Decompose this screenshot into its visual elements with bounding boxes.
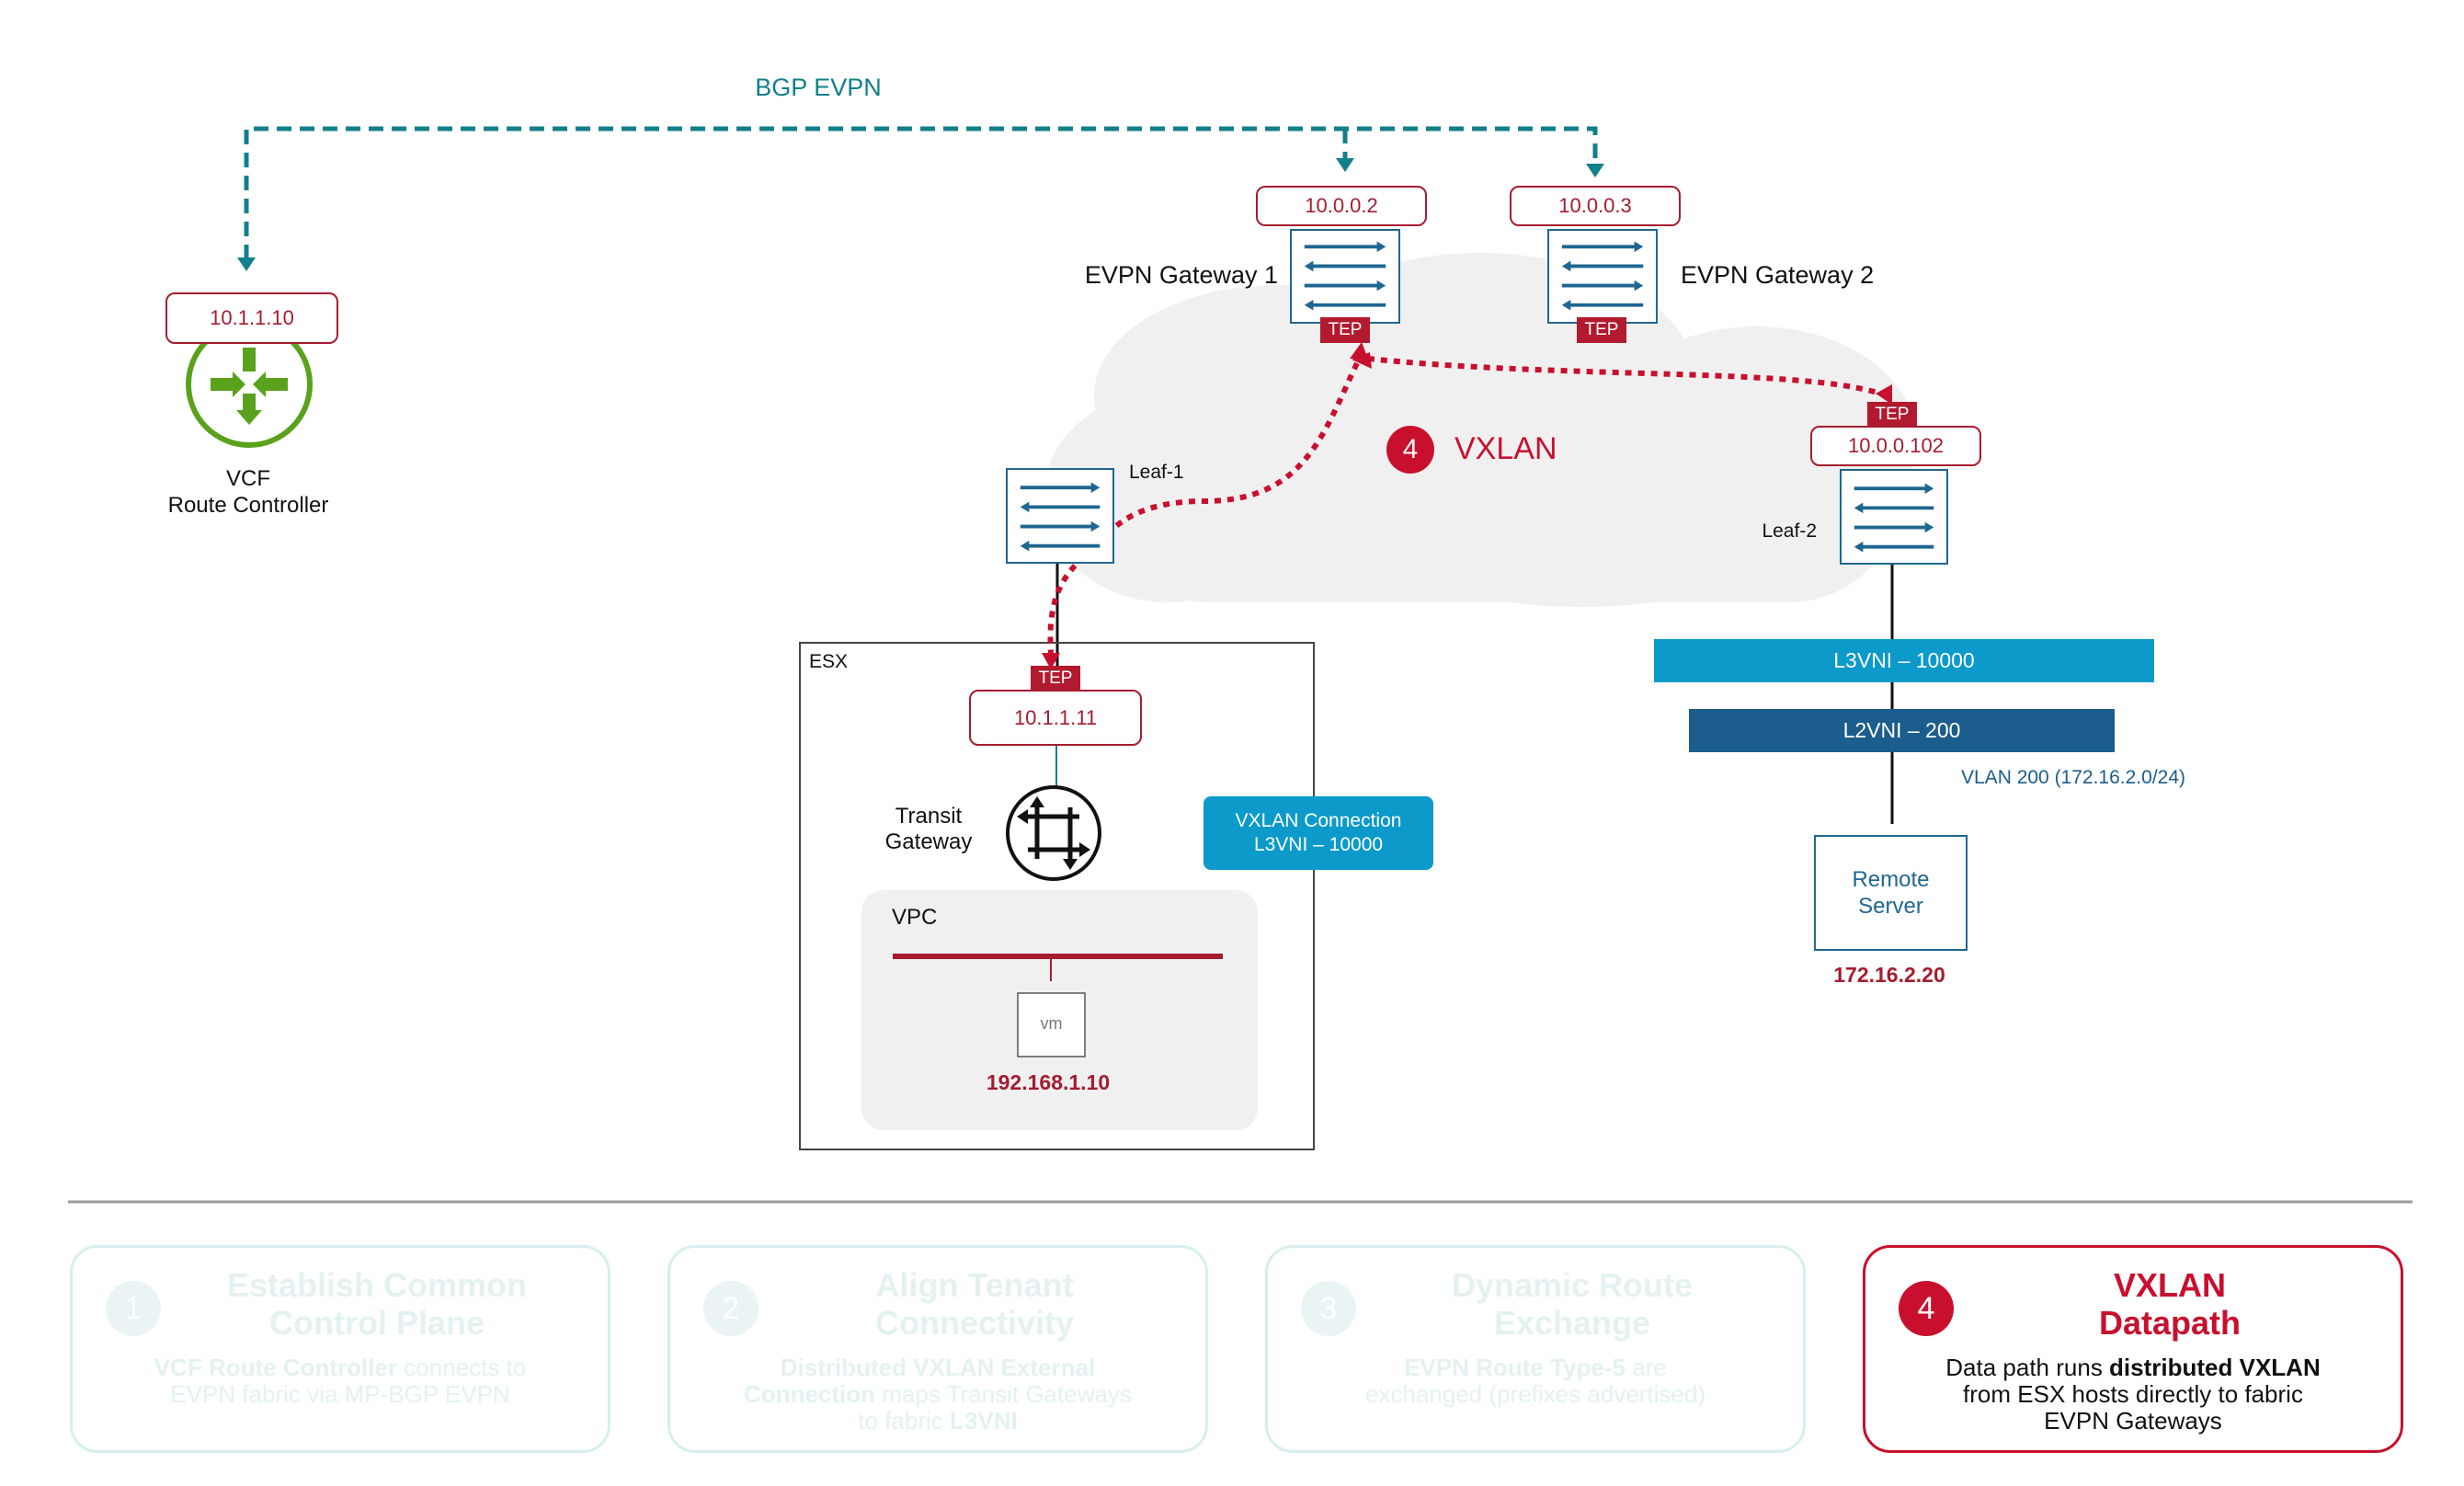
step-number-badge: 2: [703, 1281, 759, 1336]
step-card-3: 3 Dynamic Route Exchange EVPN Route Type…: [1265, 1245, 1806, 1453]
remote-server-label-line1: Remote: [1852, 867, 1930, 892]
step-desc-bold: Connection: [744, 1380, 876, 1408]
l2vni-bar: L2VNI – 200: [1689, 709, 2115, 752]
step-title-line1: Align Tenant: [875, 1266, 1074, 1304]
step-desc-text: connects to: [397, 1354, 527, 1381]
vm-ip: 192.168.1.10: [986, 1070, 1111, 1094]
step-desc-text: EVPN Gateways: [2044, 1407, 2222, 1435]
step-desc-bold: distributed VXLAN: [2109, 1354, 2321, 1381]
step-title-line1: Dynamic Route: [1451, 1266, 1694, 1304]
step-desc-text: maps Transit Gateways: [875, 1380, 1132, 1408]
step-desc-bold: Distributed VXLAN External: [780, 1354, 1096, 1381]
leaf1-label: Leaf-1: [1129, 462, 1184, 483]
vlan-label: VLAN 200 (172.16.2.0/24): [1961, 767, 2186, 788]
transit-gateway-label-line2: Gateway: [884, 829, 973, 854]
vxlan-connection-line2: L3VNI – 10000: [1253, 834, 1384, 855]
step-card-2: 2 Align Tenant Connectivity Distributed …: [667, 1245, 1208, 1453]
step-title-line2: Connectivity: [874, 1304, 1075, 1342]
vm-box: [1017, 992, 1086, 1057]
gateway1-ip: 10.0.0.2: [1256, 186, 1427, 226]
gateway2-label: EVPN Gateway 2: [1681, 261, 1875, 289]
step-desc-text: from ESX hosts directly to fabric: [1963, 1380, 2303, 1408]
step-title: Dynamic Route Exchange: [1360, 1266, 1785, 1342]
vxlan-connection-box: VXLAN Connection L3VNI – 10000: [1203, 796, 1433, 870]
step-desc-text: exchanged (prefixes advertised): [1365, 1380, 1705, 1408]
vxlan-datapath: [1047, 356, 1881, 654]
step-card-1: 1 Establish Common Control Plane VCF Rou…: [70, 1245, 610, 1453]
remote-server-box: [1814, 835, 1968, 951]
vxlan-label: VXLAN: [1454, 431, 1557, 466]
transit-gateway-icon: [1006, 785, 1101, 881]
l3vni-bar: L3VNI – 10000: [1654, 639, 2154, 682]
step-number-badge: 1: [106, 1281, 161, 1336]
step-title-line2: Exchange: [1493, 1304, 1651, 1342]
step-desc-bold: L3VNI: [950, 1407, 1018, 1435]
vxlan-step-badge: 4: [1386, 426, 1434, 474]
step-desc-text: are: [1625, 1354, 1667, 1381]
step-description: VCF Route Controller connects to EVPN fa…: [97, 1355, 584, 1408]
step-number-badge: 3: [1301, 1281, 1356, 1336]
step-card-4: 4 VXLAN Datapath Data path runs distribu…: [1863, 1245, 2403, 1453]
gateway1-tep: TEP: [1320, 317, 1370, 343]
route-controller-label-line1: VCF: [226, 466, 270, 491]
vxlan-connection-line1: VXLAN Connection: [1235, 810, 1402, 831]
step-description: EVPN Route Type-5 are exchanged (prefixe…: [1292, 1355, 1779, 1408]
step-title: VXLAN Datapath: [1957, 1266, 2382, 1342]
step-title-line2: Control Plane: [268, 1304, 485, 1342]
leaf2-tep: TEP: [1867, 402, 1917, 428]
esx-label: ESX: [809, 651, 849, 672]
transit-gateway-label: Transit Gateway: [855, 804, 1002, 855]
remote-server-ip: 172.16.2.20: [1833, 963, 1945, 987]
vm-label: vm: [1040, 1014, 1063, 1033]
leaf2-label: Leaf-2: [1762, 520, 1817, 542]
remote-server-label: Remote Server: [1815, 866, 1967, 920]
vxlan-arrowheads: [1042, 342, 1892, 669]
route-controller-label-line2: Route Controller: [167, 493, 329, 518]
step-title-line1: Establish Common: [226, 1266, 528, 1304]
leaf2-switch-icon: [1840, 469, 1948, 565]
leaf1-switch-icon: [1006, 468, 1114, 564]
step-title-line2: Datapath: [2098, 1304, 2242, 1342]
bgp-arrowheads: [237, 158, 1604, 271]
remote-server-label-line2: Server: [1858, 894, 1923, 919]
step-desc-text: EVPN fabric via MP-BGP EVPN: [170, 1380, 510, 1408]
gateway2-ip: 10.0.0.3: [1510, 186, 1681, 226]
fabric-cloud: [1044, 253, 1917, 607]
route-controller-ip: 10.1.1.10: [165, 292, 338, 344]
step-description: Distributed VXLAN External Connection ma…: [694, 1355, 1181, 1435]
step-title-line1: VXLAN: [2113, 1266, 2226, 1304]
gateway1-switch-icon: [1290, 229, 1400, 324]
esx-tep-ip: 10.1.1.11: [969, 690, 1142, 746]
gateway2-switch-icon: [1547, 229, 1658, 324]
step-number-badge: 4: [1899, 1281, 1954, 1336]
transit-gateway-label-line1: Transit: [895, 804, 963, 829]
esx-host-box: [799, 642, 1315, 1150]
esx-tep: TEP: [1031, 666, 1080, 692]
step-title: Establish Common Control Plane: [165, 1266, 589, 1342]
step-description: Data path runs distributed VXLAN from ES…: [1889, 1355, 2377, 1435]
bgp-evpn-label: BGP EVPN: [755, 74, 882, 101]
gateway1-label: EVPN Gateway 1: [1084, 261, 1278, 289]
step-desc-bold: EVPN Route Type-5: [1404, 1354, 1626, 1381]
leaf2-ip: 10.0.0.102: [1810, 426, 1981, 466]
route-controller-label: VCF Route Controller: [129, 465, 368, 519]
bgp-evpn-lines: [244, 126, 1598, 259]
gateway2-tep: TEP: [1577, 317, 1626, 343]
step-title: Align Tenant Connectivity: [762, 1266, 1187, 1342]
vpc-label: VPC: [892, 905, 938, 930]
step-desc-text: to fabric: [858, 1407, 951, 1435]
step-desc-text: Data path runs: [1945, 1354, 2110, 1381]
step-desc-bold: VCF Route Controller: [154, 1354, 398, 1381]
